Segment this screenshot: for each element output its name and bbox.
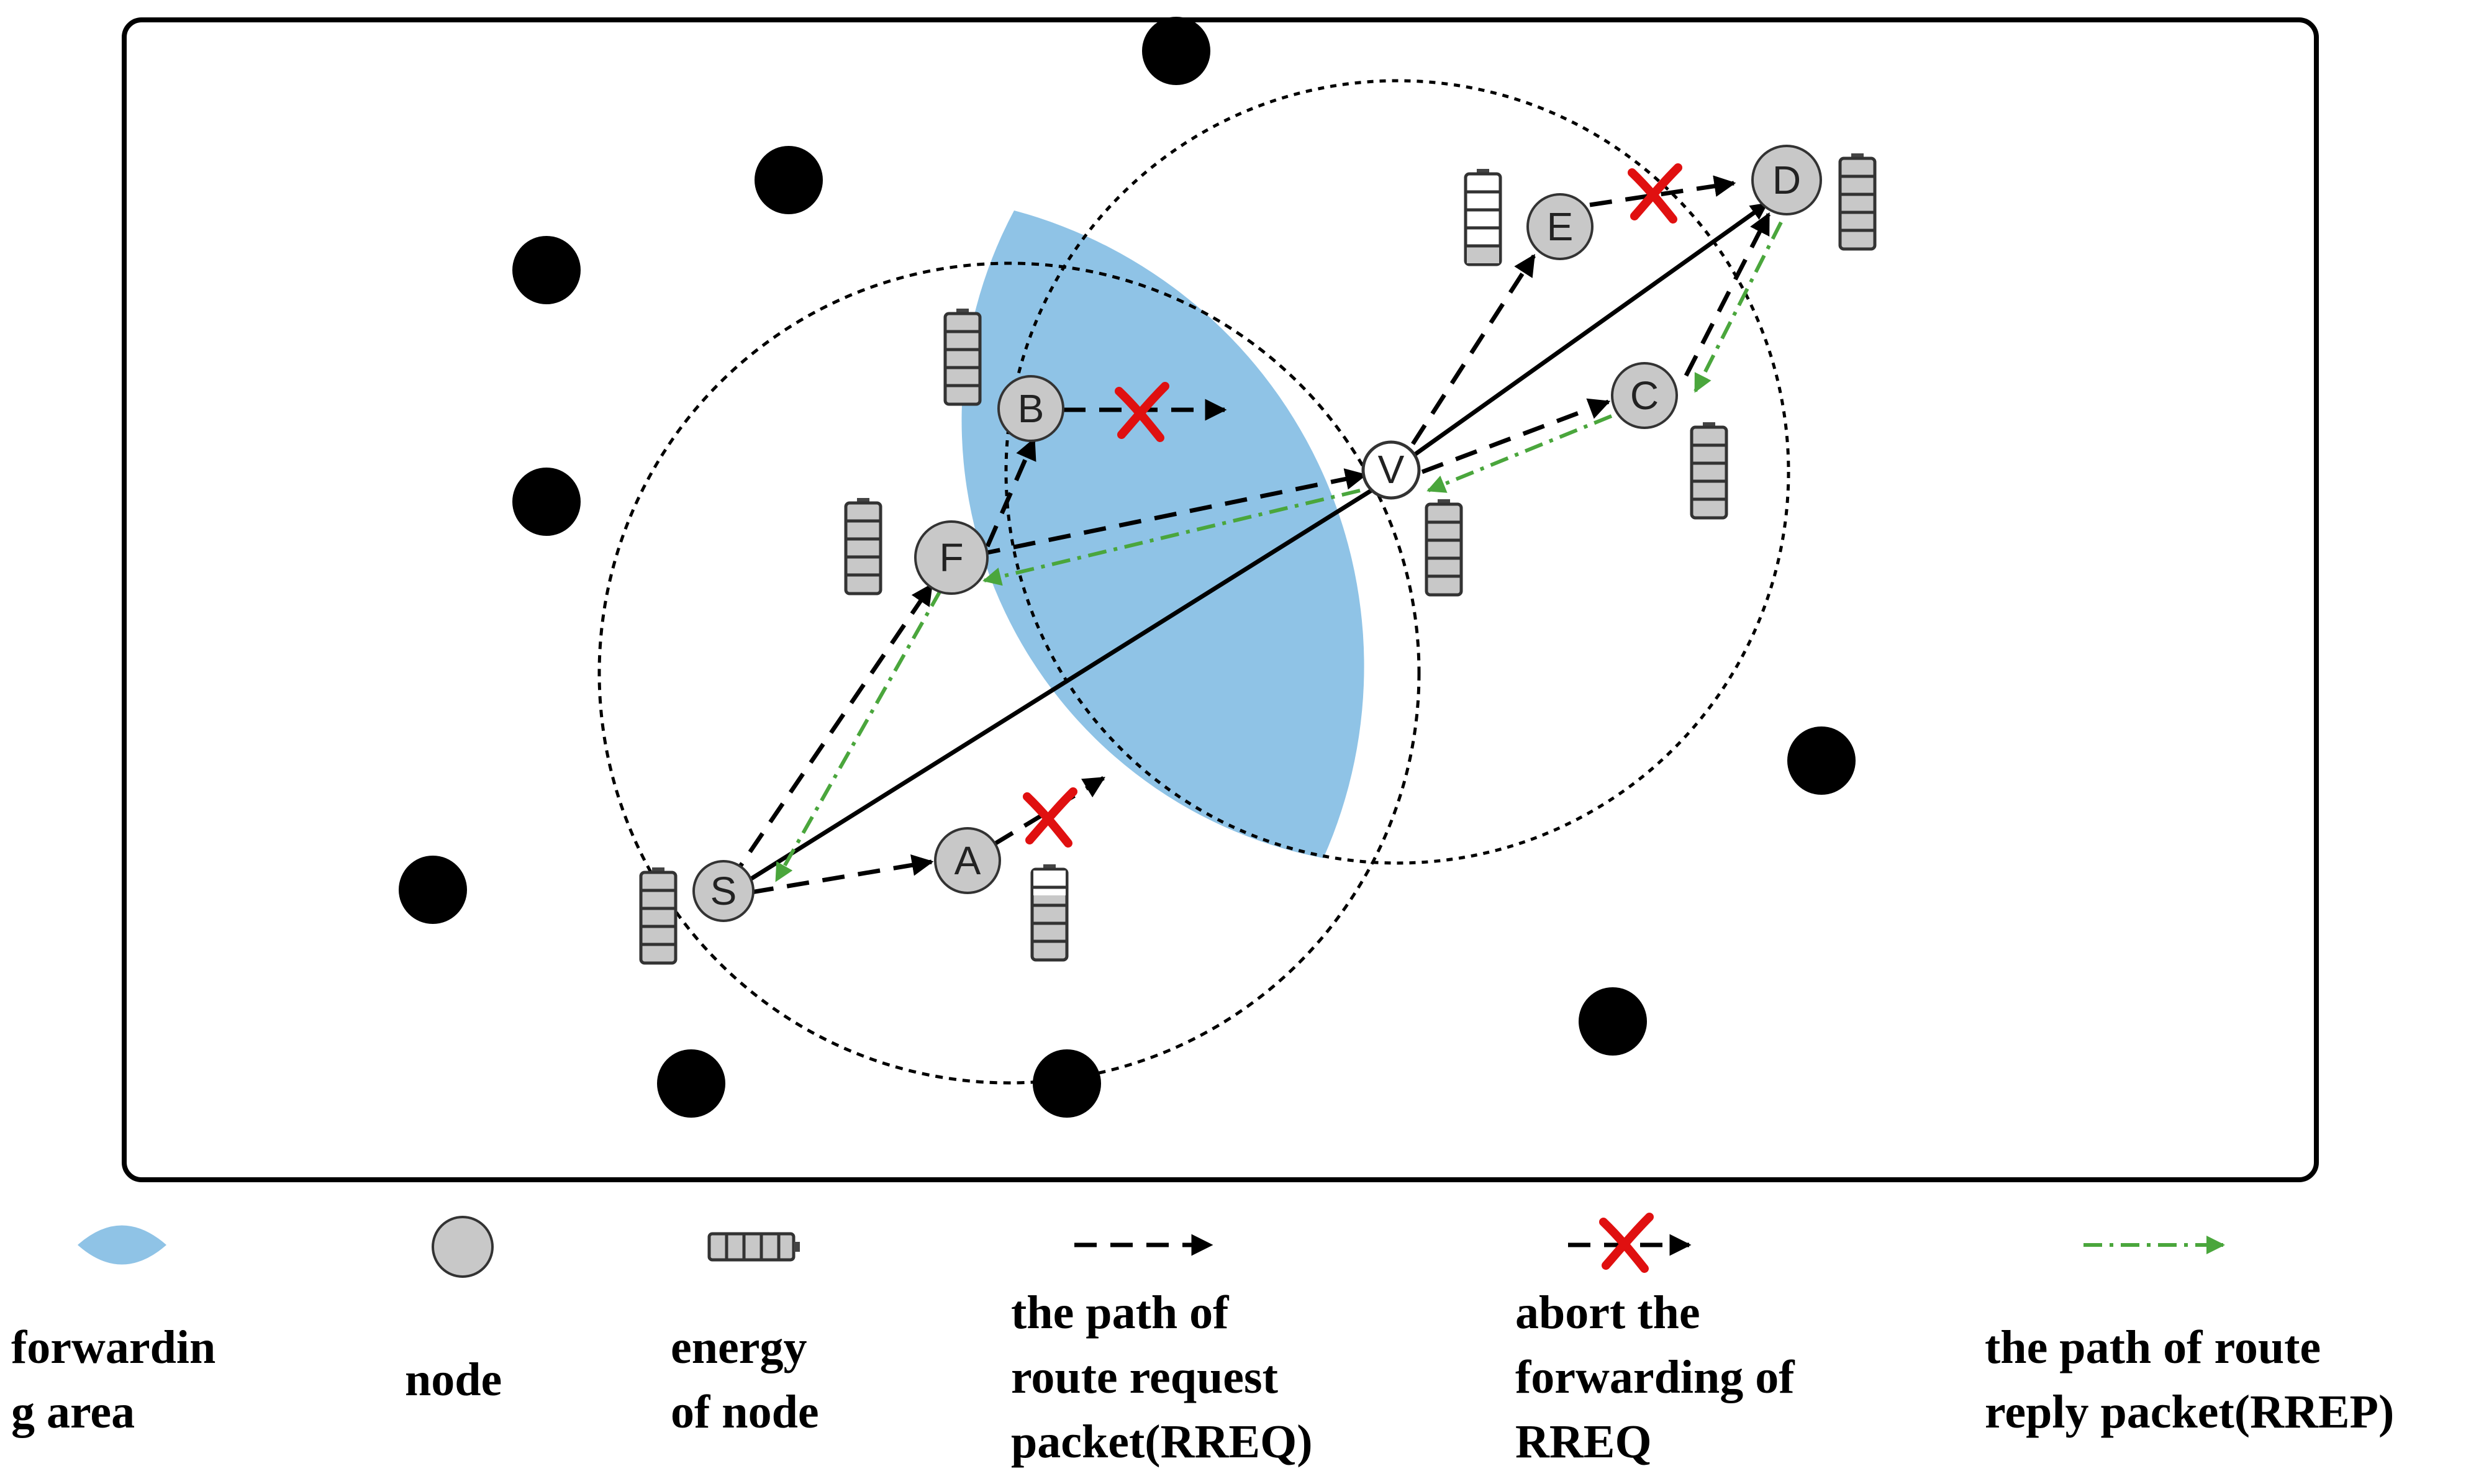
black-nodes xyxy=(399,17,1856,1118)
forwarding-area xyxy=(961,210,1364,858)
legend-node-icon xyxy=(432,1216,494,1278)
legend-label-forwarding-area: forwardin g area xyxy=(11,1321,216,1438)
rrep-f-s xyxy=(774,589,943,882)
battery-v xyxy=(1426,499,1461,595)
node-c: C xyxy=(1611,362,1678,429)
node-b: B xyxy=(997,375,1064,442)
battery-a xyxy=(1032,864,1067,960)
black-node xyxy=(1579,987,1647,1056)
battery-f xyxy=(846,498,881,594)
solid-path-v-d xyxy=(1402,202,1769,464)
rrep-v-f xyxy=(982,489,1361,586)
legend-abort-icon xyxy=(1568,1217,1692,1269)
node-label-c: C xyxy=(1630,373,1659,418)
black-node xyxy=(1787,726,1856,795)
black-node xyxy=(657,1049,725,1118)
legend-label-energy: energy of node xyxy=(671,1321,819,1438)
node-label-v: V xyxy=(1378,447,1405,492)
range-circle-s xyxy=(597,261,1421,1085)
node-v: V xyxy=(1361,440,1421,500)
black-node xyxy=(1142,17,1210,85)
node-label-s: S xyxy=(710,869,737,913)
node-e: E xyxy=(1526,193,1594,260)
node-label-e: E xyxy=(1547,204,1574,249)
rreq-v-e xyxy=(1411,254,1536,445)
solid-path-s-v xyxy=(725,476,1392,896)
rreq-c-d xyxy=(1684,212,1771,377)
legend-label-rreq: the path of route request packet(RREQ) xyxy=(1011,1287,1313,1468)
black-node xyxy=(1033,1049,1101,1118)
rreq-v-c xyxy=(1421,398,1611,474)
battery-s xyxy=(641,867,676,963)
node-d: D xyxy=(1751,145,1822,215)
rreq-s-f xyxy=(728,583,933,883)
rreq-f-v xyxy=(977,468,1367,557)
black-node xyxy=(512,468,581,536)
legend-label-rrep: the path of route reply packet(RREP) xyxy=(1985,1321,2395,1438)
node-label-a: A xyxy=(954,838,981,883)
node-a: A xyxy=(934,827,1001,894)
legend-forwarding-area-icon xyxy=(78,1225,166,1265)
battery-e xyxy=(1466,169,1500,265)
legend-label-node: node xyxy=(405,1354,502,1406)
node-label-d: D xyxy=(1772,158,1801,202)
range-circle-v xyxy=(1004,79,1790,865)
node-label-b: B xyxy=(1018,386,1045,431)
black-node xyxy=(512,236,581,304)
legend-label-abort: abort the forwarding of RREQ xyxy=(1515,1287,1795,1468)
node-f: F xyxy=(914,520,989,595)
black-node xyxy=(755,146,823,214)
black-node xyxy=(399,856,467,924)
node-label-f: F xyxy=(939,535,963,580)
battery-d xyxy=(1840,153,1875,249)
battery-b xyxy=(945,309,980,404)
node-s: S xyxy=(692,860,755,922)
battery-c xyxy=(1692,422,1726,518)
legend-battery-icon xyxy=(707,1232,800,1262)
rrep-paths xyxy=(774,221,1783,882)
rreq-s-a xyxy=(751,854,934,895)
rrep-c-v xyxy=(1426,414,1613,493)
rreq-e-d xyxy=(1589,175,1736,207)
rreq-paths xyxy=(728,175,1771,895)
rreq-f-b xyxy=(985,437,1036,548)
rreq-a-out xyxy=(992,776,1105,846)
rrep-d-c xyxy=(1693,221,1783,393)
